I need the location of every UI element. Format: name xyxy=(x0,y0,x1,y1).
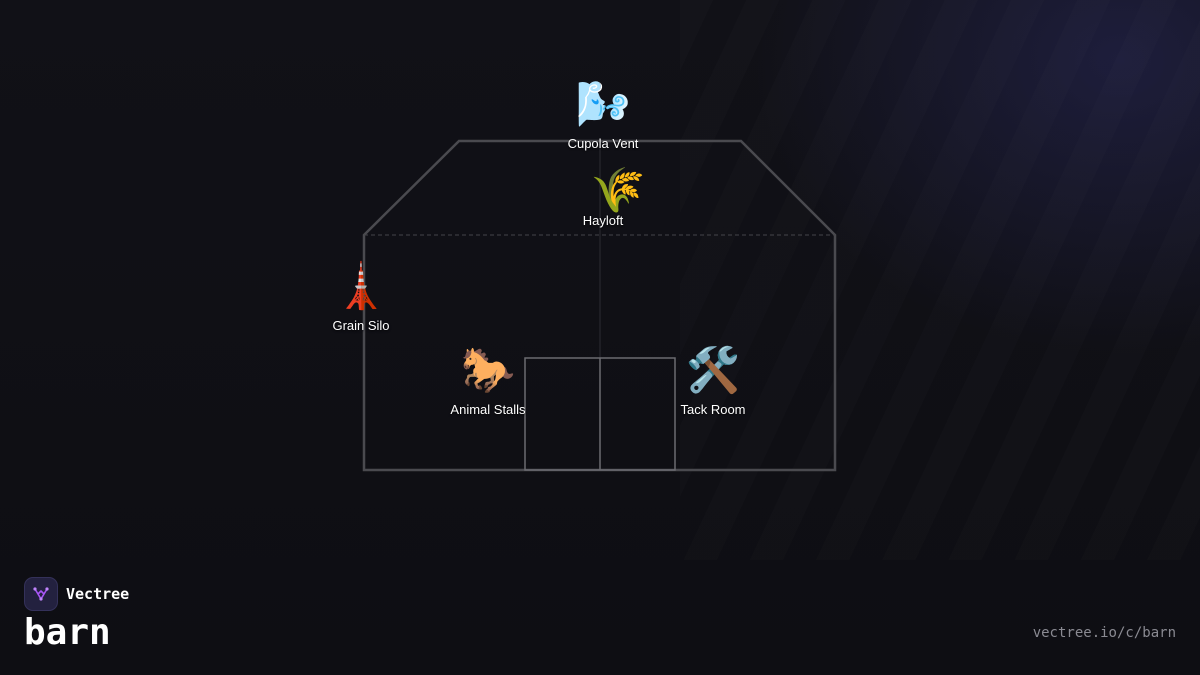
node-hayloft[interactable]: 🌾 Hayloft xyxy=(523,166,683,229)
tower-icon: 🗼 xyxy=(333,261,389,312)
brand-name: Vectree xyxy=(66,585,130,603)
node-label: Animal Stalls xyxy=(450,402,526,417)
tree-branch-icon xyxy=(33,587,49,601)
node-label: Cupola Vent xyxy=(567,136,639,151)
node-label: Tack Room xyxy=(680,402,746,417)
horse-icon: 🐎 xyxy=(460,345,516,396)
page-url[interactable]: vectree.io/c/barn xyxy=(1032,625,1176,641)
node-grain-silo[interactable]: 🗼 Grain Silo xyxy=(281,262,441,334)
brand[interactable]: Vectree xyxy=(24,577,129,611)
node-animal-stalls[interactable]: 🐎 Animal Stalls xyxy=(408,346,568,418)
hammer-and-wrench-icon: 🛠️ xyxy=(685,345,741,396)
vectree-logo-icon xyxy=(24,577,58,611)
wind-face-icon: 🌬️ xyxy=(575,79,631,130)
wheat-sheaf-icon: 🌾 xyxy=(590,165,646,216)
node-label: Grain Silo xyxy=(332,318,390,333)
node-tack-room[interactable]: 🛠️ Tack Room xyxy=(633,346,793,418)
page-title: barn xyxy=(24,612,111,653)
node-label: Hayloft xyxy=(582,213,624,228)
node-cupola-vent[interactable]: 🌬️ Cupola Vent xyxy=(523,80,683,152)
